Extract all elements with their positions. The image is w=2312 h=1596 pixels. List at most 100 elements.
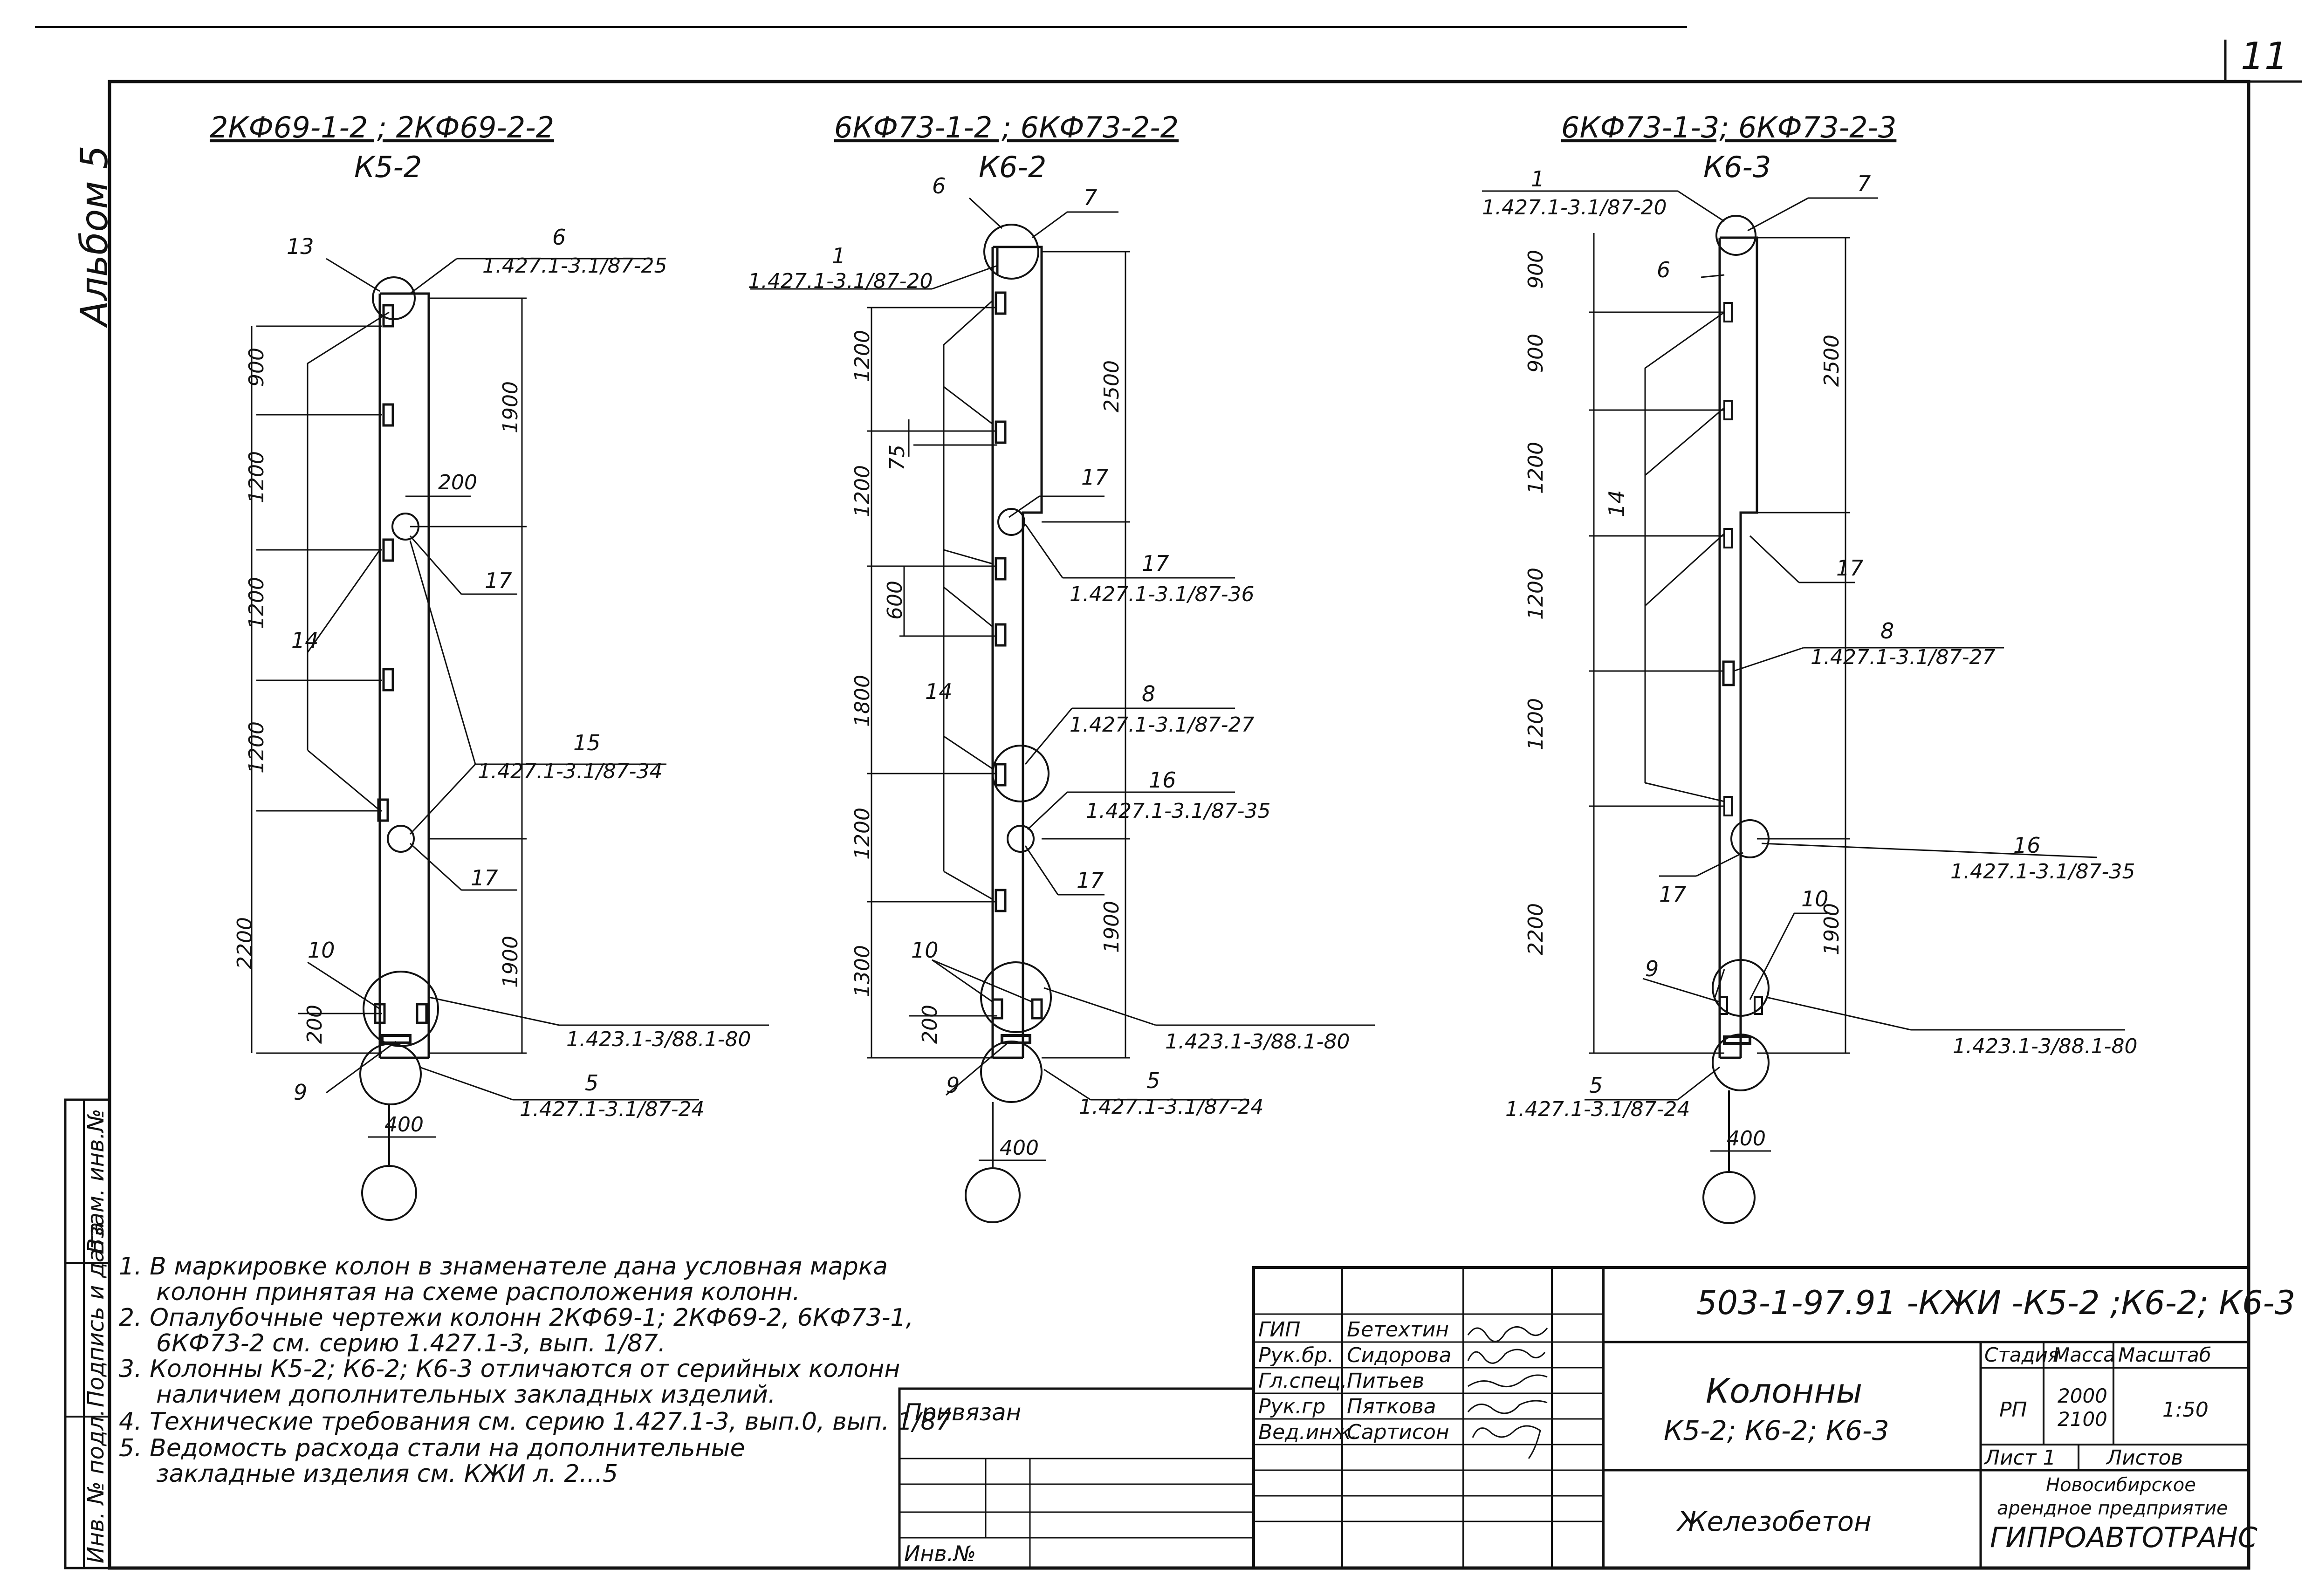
column-type: К5-2 xyxy=(354,150,422,184)
role-label: Рук.бр. xyxy=(1258,1343,1334,1367)
callout-labels: 1 1.427.1-3.1/87-20 7 6 14 17 8 1.427.1-… xyxy=(1482,166,2137,1121)
role-name: Сартисон xyxy=(1347,1420,1449,1444)
callout-reference: 1.427.1-3.1/87-35 xyxy=(1950,860,2135,884)
drawing-subtitle: К5-2; К6-2; К6-3 xyxy=(1664,1415,1889,1446)
dim-right-2: 1900 xyxy=(499,936,522,988)
callout-reference: 1.427.1-3.1/87-24 xyxy=(520,1097,704,1121)
callout-number: 6 xyxy=(932,173,946,199)
leader-lines xyxy=(750,197,1375,1101)
callout-reference: 1.423.1-3/88.1-80 xyxy=(1953,1034,2137,1058)
note-line: 4. Технические требования см. серию 1.42… xyxy=(119,1408,952,1436)
column-k6-2-drawing: 6КФ73-1-2 ; 6КФ73-2-2 К6-2 xyxy=(748,110,1375,1223)
callout-reference: 1.427.1-3.1/87-35 xyxy=(1086,799,1270,823)
callout-reference: 1.427.1-3.1/87-27 xyxy=(1811,645,1995,669)
column-marking: 6КФ73-1-3; 6КФ73-2-3 xyxy=(1561,110,1896,144)
inv-label: Инв.№ xyxy=(904,1541,976,1566)
album-label: Альбом 5 xyxy=(73,145,116,329)
callout-reference: 1.427.1-3.1/87-24 xyxy=(1079,1095,1263,1119)
callout-reference: 1.427.1-3.1/87-25 xyxy=(482,254,667,278)
dimension-lines xyxy=(867,251,1130,1161)
callout-number: 13 xyxy=(287,234,314,259)
dim-left-3: 1200 xyxy=(245,577,268,629)
dim-left-7: 1300 xyxy=(851,945,874,997)
material: Железобетон xyxy=(1676,1506,1872,1537)
callout-number: 9 xyxy=(294,1080,307,1105)
column-type: К6-3 xyxy=(1703,150,1771,184)
role-name: Пяткова xyxy=(1347,1395,1436,1418)
role-name: Питьев xyxy=(1347,1369,1424,1393)
callout-number: 17 xyxy=(1077,868,1104,893)
column-outline xyxy=(1718,236,1758,1059)
callout-reference: 1.427.1-3.1/87-34 xyxy=(478,760,662,783)
org-line-1: Новосибирское xyxy=(2046,1474,2196,1496)
mass-value-1: 2000 xyxy=(2058,1384,2107,1407)
drawing-title: Колонны xyxy=(1706,1371,1862,1411)
callout-number: 16 xyxy=(2013,833,2041,858)
callout-reference: 1.427.1-3.1/87-20 xyxy=(1482,196,1667,219)
dim-left-4: 600 xyxy=(883,581,907,620)
dim-right-2: 1900 xyxy=(1820,903,1844,955)
dimension-values: 1200 75 1200 600 1800 1200 1300 200 2500… xyxy=(851,330,1124,1160)
scale-value: 1:50 xyxy=(2162,1398,2209,1422)
role-name: Бетехтин xyxy=(1347,1318,1449,1342)
sheet-label: Лист 1 xyxy=(1983,1446,2056,1470)
dimension-lines xyxy=(251,297,527,1138)
callout-labels: 13 6 1.427.1-3.1/87-25 17 14 15 1.427.1-… xyxy=(287,225,751,1121)
callout-number: 6 xyxy=(552,225,566,250)
callout-reference: 1.427.1-3.1/87-27 xyxy=(1070,713,1254,737)
dim-left-8: 200 xyxy=(918,1005,942,1044)
dim-h-2: 400 xyxy=(384,1113,424,1137)
embedded-plates xyxy=(991,291,1043,1020)
leader-lines xyxy=(1482,190,2125,1101)
column-k6-3-drawing: 6КФ73-1-3; 6КФ73-2-3 К6-3 xyxy=(1482,110,2137,1224)
dim-h-1: 400 xyxy=(1000,1136,1039,1160)
role-name: Сидорова xyxy=(1347,1343,1451,1367)
mass-header: Масса xyxy=(2053,1343,2115,1366)
detail-circles xyxy=(359,276,439,1221)
callout-number: 9 xyxy=(946,1073,960,1098)
callout-reference: 1.427.1-3.1/87-36 xyxy=(1070,582,1254,606)
callout-number: 17 xyxy=(485,568,512,593)
dim-right-1: 2500 xyxy=(1100,360,1124,412)
detail-circles xyxy=(965,224,1052,1223)
note-line: 6КФ73-2 см. серию 1.427.1-3, вып. 1/87. xyxy=(156,1329,665,1357)
callout-number: 14 xyxy=(1604,490,1629,517)
callout-number: 10 xyxy=(1801,886,1829,911)
strip-vzam: Взам. инв.№ xyxy=(83,1109,109,1254)
scale-header: Масштаб xyxy=(2118,1343,2211,1366)
dim-right-1: 1900 xyxy=(499,381,522,433)
dim-left-4: 1200 xyxy=(245,721,268,774)
callout-number: 5 xyxy=(1146,1068,1160,1093)
dim-left-3: 1200 xyxy=(851,465,874,517)
dim-left-1: 900 xyxy=(245,348,268,387)
dimension-values: 900 1200 1200 1200 2200 200 1900 1900 20… xyxy=(233,348,522,1137)
role-label: Вед.инж. xyxy=(1258,1420,1358,1444)
callout-number: 5 xyxy=(1589,1073,1603,1098)
stage-value: РП xyxy=(1999,1398,2027,1422)
callout-number: 14 xyxy=(291,628,319,653)
note-line: 5. Ведомость расхода стали на дополнител… xyxy=(119,1434,745,1462)
column-outline xyxy=(378,292,430,1059)
role-label: ГИП xyxy=(1258,1318,1301,1342)
dimension-lines xyxy=(1589,233,1850,1152)
note-line: 2. Опалубочные чертежи колонн 2КФ69-1; 2… xyxy=(119,1304,913,1332)
column-marking: 6КФ73-1-2 ; 6КФ73-2-2 xyxy=(834,110,1179,144)
callout-number: 7 xyxy=(1857,171,1871,196)
callout-number: 7 xyxy=(1084,185,1097,210)
dim-left-5: 1200 xyxy=(1524,698,1548,750)
callout-reference: 1.423.1-3/88.1-80 xyxy=(566,1027,751,1051)
column-k5-2-drawing: 2КФ69-1-2 ; 2КФ69-2-2 К5-2 xyxy=(210,110,769,1221)
callout-labels: 6 7 1 1.427.1-3.1/87-20 17 17 1.427.1-3.… xyxy=(748,173,1350,1119)
callout-reference: 1.427.1-3.1/87-24 xyxy=(1505,1097,1690,1121)
stage-header: Стадия xyxy=(1984,1343,2059,1366)
callout-number: 17 xyxy=(1081,465,1109,490)
embedded-plates xyxy=(374,304,428,1024)
note-line: закладные изделия см. КЖИ л. 2...5 xyxy=(156,1460,618,1488)
dim-left-3: 1200 xyxy=(1524,442,1548,494)
dim-left-6: 1200 xyxy=(851,808,874,860)
dim-right-2: 1900 xyxy=(1100,901,1124,953)
callout-number: 9 xyxy=(1645,956,1659,981)
column-outline xyxy=(991,246,1043,1059)
dim-left-4: 1200 xyxy=(1524,568,1548,620)
page-number: 11 xyxy=(2241,34,2288,78)
